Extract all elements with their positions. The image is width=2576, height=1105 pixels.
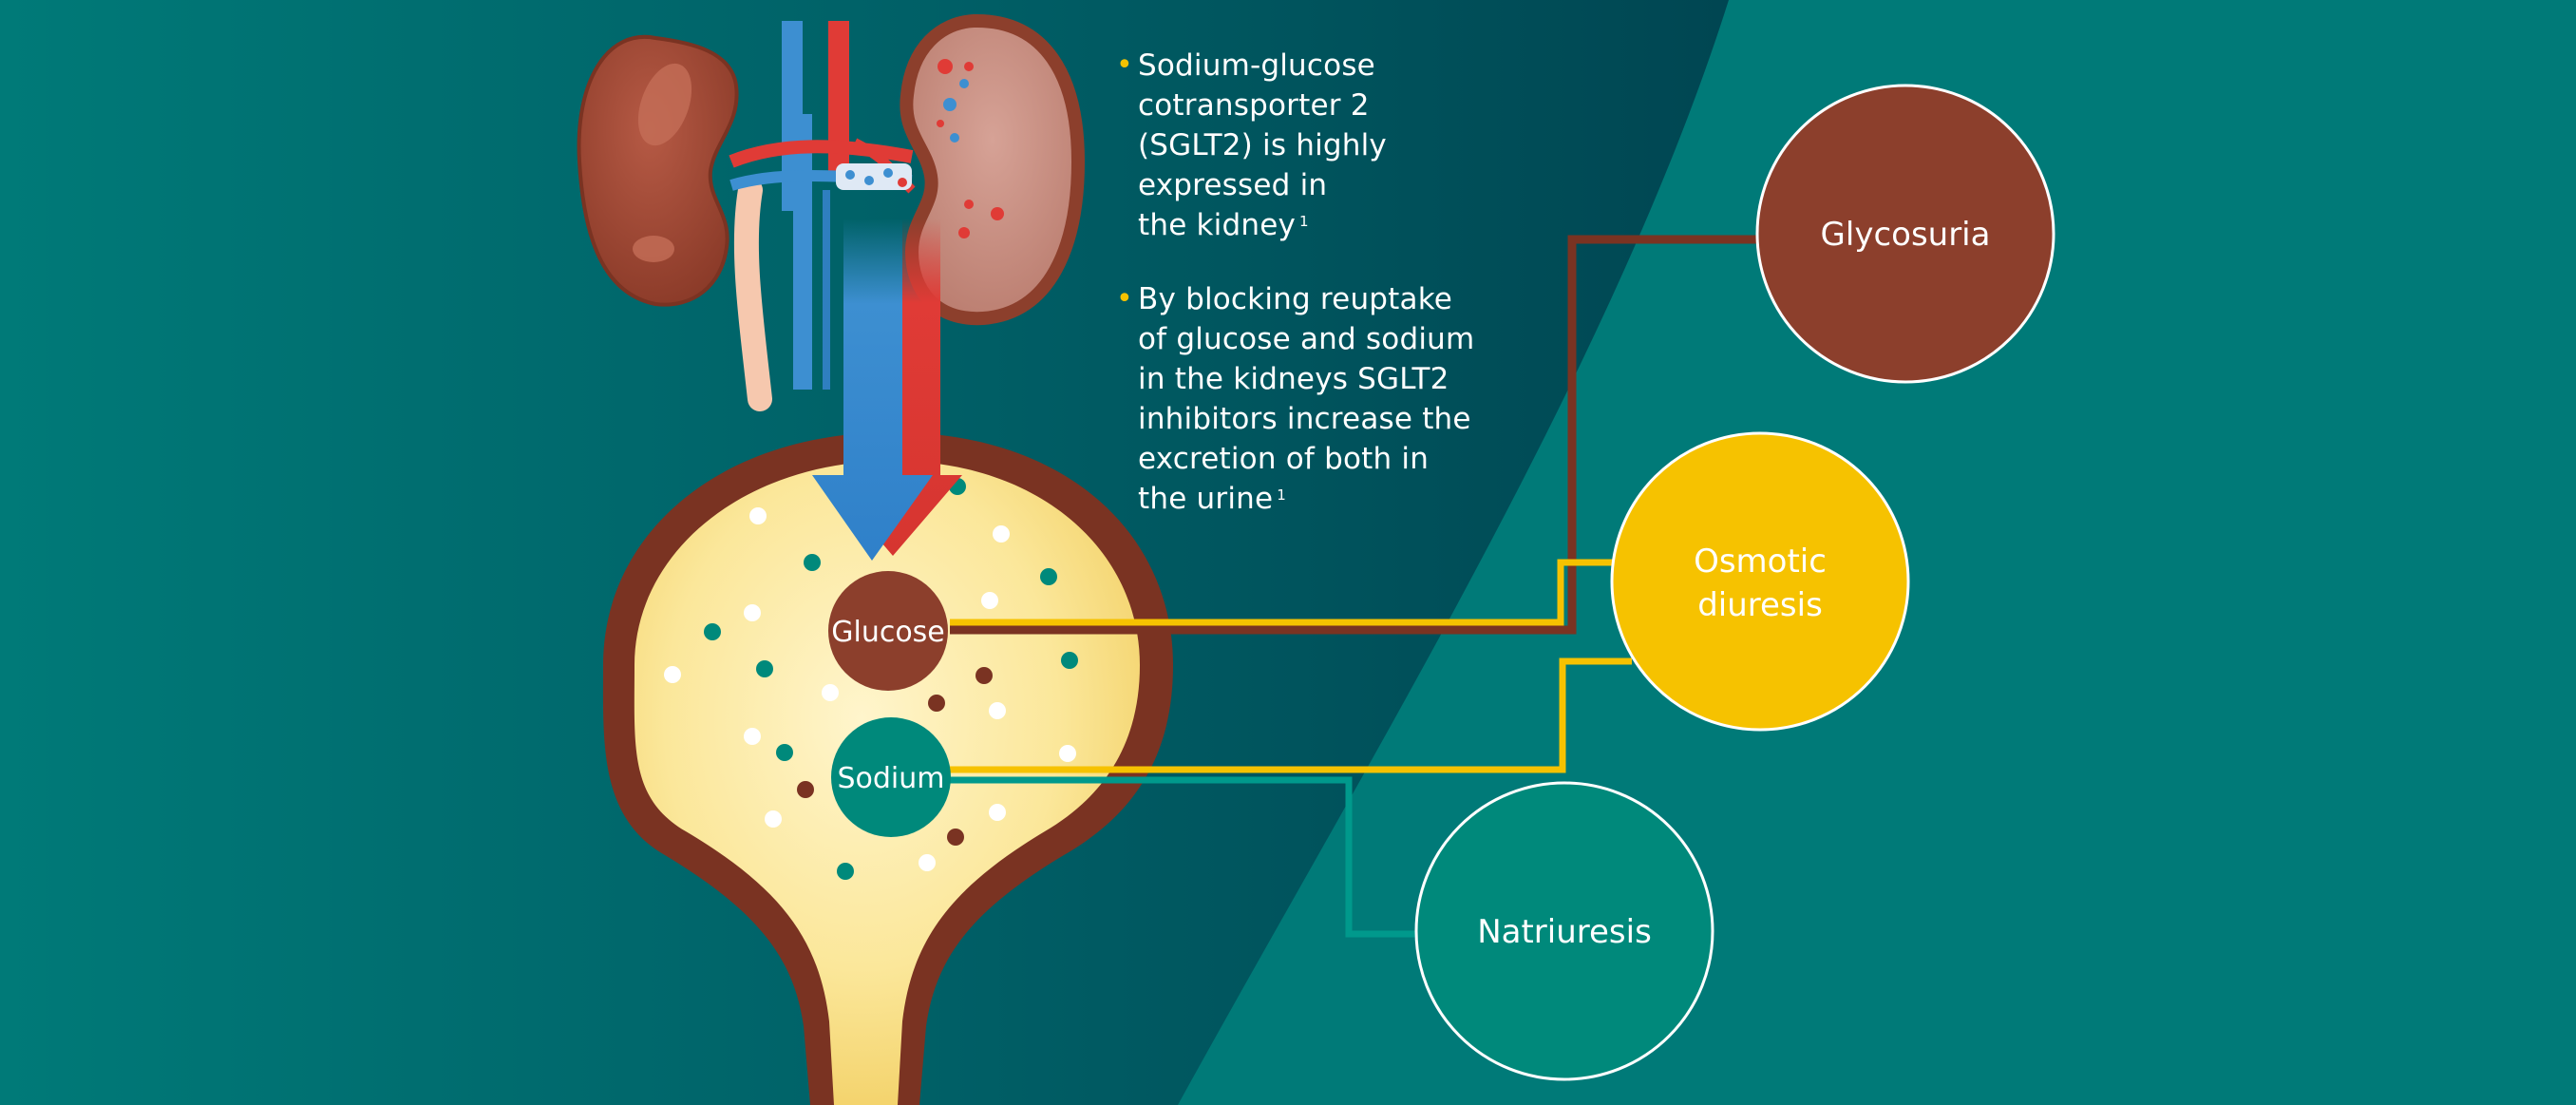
- filtration-arrows: [812, 219, 962, 561]
- natriuresis-circle: [1414, 781, 1714, 1081]
- explanation-bullets: •Sodium-glucose cotransporter 2 (SGLT2) …: [1116, 46, 1534, 553]
- glucose-node: Glucose: [828, 571, 948, 691]
- bullet-dot: •: [1116, 48, 1133, 82]
- osmotic-diuresis-label-line2: diuresis: [1697, 586, 1823, 624]
- bullet-reference: 1: [1299, 213, 1309, 230]
- connector-lines: [950, 235, 1757, 938]
- kidneys-illustration: [577, 13, 1086, 411]
- osmotic-diuresis-circle: [1610, 431, 1910, 732]
- glucose-label: Glucose: [831, 616, 945, 649]
- sodium-node: Sodium: [831, 717, 951, 837]
- glycosuria-node: Glycosuria: [1755, 84, 2055, 384]
- bullet-sglt2-inhibition: •By blocking reuptake of glucose and sod…: [1116, 279, 1534, 519]
- bullet-text: By blocking reuptake of glucose and sodi…: [1138, 282, 1475, 516]
- glucose-circle: [828, 571, 948, 691]
- sodium-circle: [831, 717, 951, 837]
- bullet-sglt2-expression: •Sodium-glucose cotransporter 2 (SGLT2) …: [1116, 46, 1534, 245]
- natriuresis-node: Natriuresis: [1414, 781, 1714, 1081]
- sodium-label: Sodium: [837, 762, 944, 795]
- natriuresis-label: Natriuresis: [1477, 913, 1652, 951]
- glycosuria-circle: [1755, 84, 2055, 384]
- glycosuria-label: Glycosuria: [1821, 216, 1991, 254]
- bullet-dot: •: [1116, 282, 1133, 315]
- osmotic-diuresis-label-line1: Osmotic: [1694, 543, 1827, 581]
- bullet-reference: 1: [1277, 486, 1287, 504]
- bullet-text: Sodium-glucose cotransporter 2 (SGLT2) i…: [1138, 48, 1387, 242]
- osmotic-diuresis-node: Osmotic diuresis: [1610, 431, 1910, 732]
